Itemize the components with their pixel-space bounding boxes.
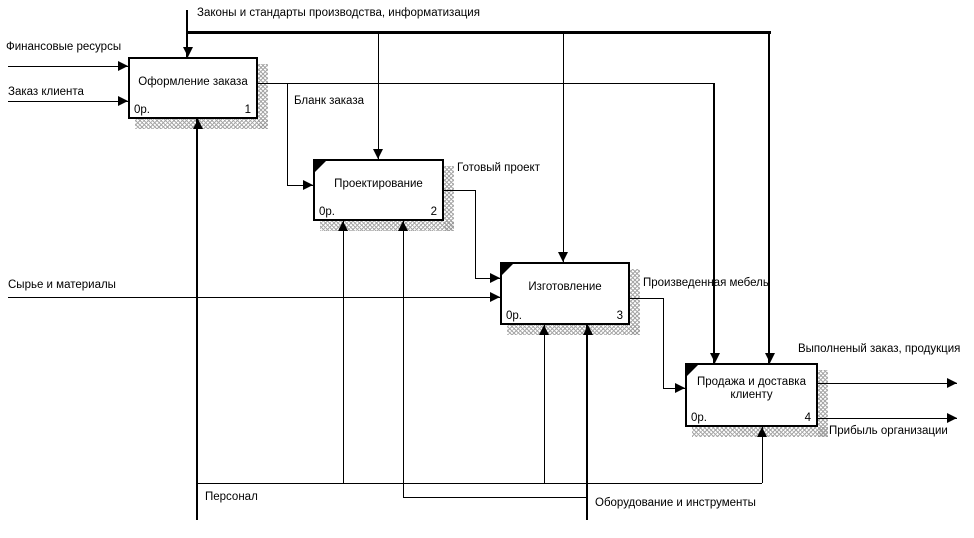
connector-segment [8,297,500,298]
arrowhead-up [583,325,593,335]
arrowhead-down [558,252,568,262]
arrowhead-down [765,353,775,363]
order-form-label: Бланк заказа [294,95,364,107]
arrowhead-up [398,221,408,231]
decomposition-corner-icon [502,264,513,275]
connector-segment [586,325,588,520]
box-shadow-bottom [507,325,640,335]
activity-number: 4 [804,412,811,424]
connector-segment [403,497,588,498]
produced-furniture-label: Произведенная мебель [643,277,769,289]
arrowhead-down [183,47,193,57]
connector-segment [198,483,762,484]
connector-segment [475,190,476,278]
client-order-label: Заказ клиента [8,86,84,98]
connector-segment [630,298,663,299]
arrowhead-right [490,273,500,283]
connector-segment [8,66,128,67]
activity-title: Проектирование [334,177,423,190]
arrowhead-up [757,427,767,437]
arrowhead-right [675,383,685,393]
activity-title: Изготовление [528,281,602,293]
activity-box-order-processing[interactable]: Оформление заказа 0р. 1 [128,57,258,119]
decomposition-corner-icon [687,365,698,376]
arrowhead-right [303,180,313,190]
box-shadow-right [258,64,268,129]
activity-number: 1 [244,104,251,116]
activity-box-manufacturing[interactable]: Изготовление 0р. 3 [500,262,630,325]
arrowhead-up [338,221,348,231]
decomposition-corner-icon [315,161,326,172]
connector-segment [818,418,957,419]
activity-title: Продажа и доставка клиенту [697,376,806,401]
connector-segment [444,190,475,191]
box-shadow-right [818,370,828,437]
connector-segment [762,427,763,483]
activity-number: 2 [430,206,437,218]
activity-number: 3 [616,310,623,322]
activity-cost: 0р. [319,206,335,218]
arrowhead-right [490,292,500,302]
personnel-label: Персонал [205,491,258,503]
activity-cost: 0р. [691,412,707,424]
arrowhead-down [710,353,720,363]
box-shadow-right [630,269,640,335]
connector-segment [258,83,715,84]
activity-cost: 0р. [134,104,150,116]
completed-order-label: Выполненый заказ, продукция [798,343,961,355]
equipment-label: Оборудование и инструменты [595,497,756,509]
activity-box-sales-delivery[interactable]: Продажа и доставка клиенту 0р. 4 [685,363,818,427]
box-shadow-right [444,166,454,231]
financial-resources-label: Финансовые ресурсы [6,41,122,53]
connector-segment [768,33,770,363]
arrowhead-right [947,413,957,423]
laws-label: Законы и стандарты производства, информа… [197,7,480,19]
profit-label: Прибыль организации [829,425,948,437]
connector-segment [544,325,545,483]
arrowhead-right [947,378,957,388]
activity-title: Оформление заказа [138,75,248,88]
connector-segment [378,33,379,159]
finished-project-label: Готовый проект [457,162,540,174]
arrowhead-right [118,96,128,106]
connector-segment [196,119,198,520]
connector-segment [663,388,685,389]
connector-segment [343,221,344,483]
connector-segment [8,101,128,102]
arrowhead-right [118,61,128,71]
connector-segment [818,383,957,384]
activity-cost: 0р. [506,310,522,322]
arrowhead-down [373,149,383,159]
connector-segment [663,298,664,388]
connector-segment [713,83,715,363]
connector-segment [287,185,313,186]
connector-segment [403,221,404,497]
box-shadow-bottom [320,221,454,231]
connector-segment [475,278,500,279]
raw-materials-label: Сырье и материалы [8,279,116,291]
connector-segment [187,31,771,34]
arrowhead-up [193,119,203,129]
activity-box-design[interactable]: Проектирование 0р. 2 [313,159,444,221]
connector-segment [287,83,288,185]
connector-segment [563,33,564,262]
arrowhead-up [539,325,549,335]
